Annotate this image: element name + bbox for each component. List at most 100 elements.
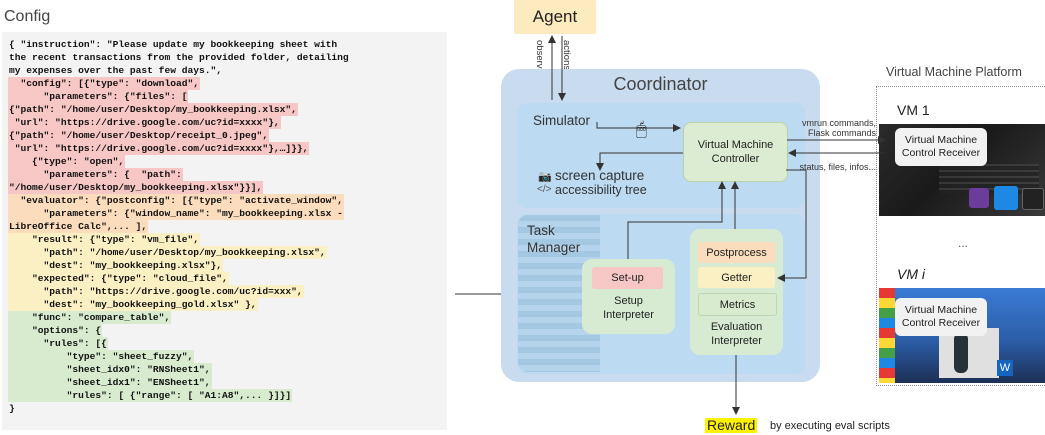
vmrun-line1: vmrun commands, — [801, 118, 876, 128]
config-code-line: "parameters": { "path": — [8, 168, 350, 181]
metrics-step: Metrics — [698, 293, 777, 316]
config-code-line: } — [8, 402, 350, 415]
config-code-line: "expected": {"type": "cloud_file", — [8, 272, 350, 285]
config-code-text: "path": "/home/user/Desktop/my_bookkeepi… — [8, 246, 327, 259]
config-code-text: "result": {"type": "vm_file", — [8, 233, 200, 246]
config-code-line: "sheet_idx1": "ENSheet1", — [8, 376, 350, 389]
vm1-name: VM 1 — [897, 102, 930, 118]
camera-icon: 📷 — [538, 171, 552, 183]
setup-step: Set-up — [592, 267, 663, 289]
config-code-line: "parameters": {"files": [ — [8, 90, 350, 103]
vmrun-line2: Flask commands — [807, 128, 876, 138]
cursor-icon: 🖱 — [636, 119, 647, 139]
screen-capture-label: screen capture — [555, 168, 645, 183]
config-code-text: "sheet_idx0": "RNSheet1", — [8, 363, 212, 376]
config-code-line: "dest": "my_bookkeeping.xlsx"}, — [8, 259, 350, 272]
config-code-text: { "instruction": "Please update my bookk… — [9, 39, 338, 50]
vm-controller-line2: Controller — [711, 153, 760, 165]
agent-label: Agent — [532, 7, 578, 26]
config-code-line: {"path": "/home/user/Desktop/receipt_0.j… — [8, 129, 350, 142]
reward-label: Reward — [705, 417, 758, 433]
config-code-line: { "instruction": "Please update my bookk… — [8, 38, 350, 51]
config-code-line: "url": "https://drive.google.com/uc?id=x… — [8, 116, 350, 129]
setup-interpreter-line1: Setup — [614, 295, 643, 307]
config-code-line: the recent transactions from the provide… — [8, 51, 350, 64]
config-code-text: "parameters": {"files": [ — [8, 90, 189, 103]
vm-controller-box: Virtual Machine Controller — [683, 122, 788, 182]
code-icon: </> — [537, 184, 552, 195]
vm1-receiver-line1: Virtual Machine — [904, 134, 978, 146]
config-code-text: "type": "sheet_fuzzy", — [8, 350, 195, 363]
config-code-text: "config": [{"type": "download", — [8, 77, 200, 90]
postprocess-step: Postprocess — [698, 242, 775, 263]
evaluation-interpreter-label: Evaluation Interpreter — [690, 320, 783, 348]
accessibility-tree-label: accessibility tree — [555, 183, 647, 197]
config-code-line: my expenses over the past few days.", — [8, 64, 350, 77]
config-code-text: } — [9, 403, 15, 414]
getter-step: Getter — [698, 267, 775, 288]
config-code-line: "sheet_idx0": "RNSheet1", — [8, 363, 350, 376]
status-files-label: status, files, infos... — [799, 162, 876, 172]
config-code-line: "rules": [{ — [8, 337, 350, 350]
config-code-text: "evaluator": {"postconfig": [{"type": "a… — [8, 194, 344, 207]
config-code-text: "parameters": {"window_name": "my_bookke… — [8, 207, 344, 220]
config-code-line: "options": { — [8, 324, 350, 337]
config-code-line: "result": {"type": "vm_file", — [8, 233, 350, 246]
vmi-receiver-line1: Virtual Machine — [904, 304, 978, 316]
vmrun-commands-label: vmrun commands, Flask commands — [790, 118, 876, 138]
config-code-text: {"path": "/home/user/Desktop/receipt_0.j… — [8, 129, 270, 142]
config-code-text: LibreOffice Calc",... ], — [8, 220, 149, 233]
config-code-line: "url": "https://drive.google.com/uc?id=x… — [8, 142, 350, 155]
coordinator-title: Coordinator — [613, 74, 708, 94]
config-code-line: "path": "https://drive.google.com/uc?id=… — [8, 285, 350, 298]
config-code-text: "sheet_idx1": "ENSheet1", — [8, 376, 212, 389]
setup-to-controller-arrow — [627, 181, 726, 259]
config-code-line: "config": [{"type": "download", — [8, 77, 350, 90]
config-code-line: "dest": "my_bookkeeping_gold.xlsx" }, — [8, 298, 350, 311]
vm-controller-line1: Virtual Machine — [697, 139, 774, 151]
config-code-text: {"type": "open", — [8, 155, 126, 168]
action-to-controller-arrow — [596, 122, 681, 132]
vm-platform-title: Virtual Machine Platform — [886, 65, 1022, 79]
vmi-receiver-line2: Control Receiver — [901, 317, 981, 329]
config-code-text: "path": "https://drive.google.com/uc?id=… — [8, 285, 304, 298]
evaluation-interpreter-line2: Interpreter — [711, 335, 762, 347]
config-code-text: "dest": "my_bookkeeping.xlsx"}, — [8, 259, 224, 272]
config-code-text: "rules": [ {"range": [ "A1:A8",... }]}] — [8, 389, 293, 402]
config-code-text: "/home/user/Desktop/my_bookkeeping.xlsx"… — [8, 181, 264, 194]
config-code-text: the recent transactions from the provide… — [9, 52, 349, 63]
task-manager-title-line1: Task — [527, 223, 555, 238]
config-code-text: "url": "https://drive.google.com/uc?id=x… — [8, 142, 310, 155]
task-manager-title-line2: Manager — [527, 240, 581, 255]
vm-ellipsis: ... — [958, 236, 969, 250]
config-code-line: LibreOffice Calc",... ], — [8, 220, 350, 233]
config-code-line: "parameters": {"window_name": "my_bookke… — [8, 207, 350, 220]
config-code-line: {"type": "open", — [8, 155, 350, 168]
task-manager-title: Task Manager — [527, 222, 580, 256]
vmi-control-receiver: Virtual Machine Control Receiver — [895, 298, 987, 336]
config-code-text: "options": { — [8, 324, 103, 337]
config-code-line: "/home/user/Desktop/my_bookkeeping.xlsx"… — [8, 181, 350, 194]
config-code-text: "dest": "my_bookkeeping_gold.xlsx" }, — [8, 298, 258, 311]
setup-interpreter-label: Setup Interpreter — [582, 294, 675, 322]
vmi-name: VM i — [897, 266, 925, 282]
config-code-text: "expected": {"type": "cloud_file", — [8, 272, 229, 285]
config-code-text: {"path": "/home/user/Desktop/my_bookkeep… — [8, 103, 298, 116]
controller-to-observation-arrow — [596, 152, 683, 171]
config-code-line: "evaluator": {"postconfig": [{"type": "a… — [8, 194, 350, 207]
vm1-receiver-line2: Control Receiver — [901, 147, 981, 159]
reward-note: by executing eval scripts — [770, 420, 890, 432]
vm-platform-box — [876, 86, 1045, 386]
simulator-title: Simulator — [533, 113, 591, 128]
config-code-text: "url": "https://drive.google.com/uc?id=x… — [8, 116, 281, 129]
config-code-text: my expenses over the past few days.", — [9, 65, 223, 76]
config-code-line: "type": "sheet_fuzzy", — [8, 350, 350, 363]
config-code-line: "func": "compare_table", — [8, 311, 350, 324]
config-code-text: "parameters": { "path": — [8, 168, 183, 181]
config-code-line: "rules": [ {"range": [ "A1:A8",... }]}] — [8, 389, 350, 402]
config-code-line: "path": "/home/user/Desktop/my_bookkeepi… — [8, 246, 350, 259]
config-code: { "instruction": "Please update my bookk… — [8, 38, 350, 415]
config-code-text: "rules": [{ — [8, 337, 108, 350]
controller-to-getter-arrow — [777, 169, 807, 282]
